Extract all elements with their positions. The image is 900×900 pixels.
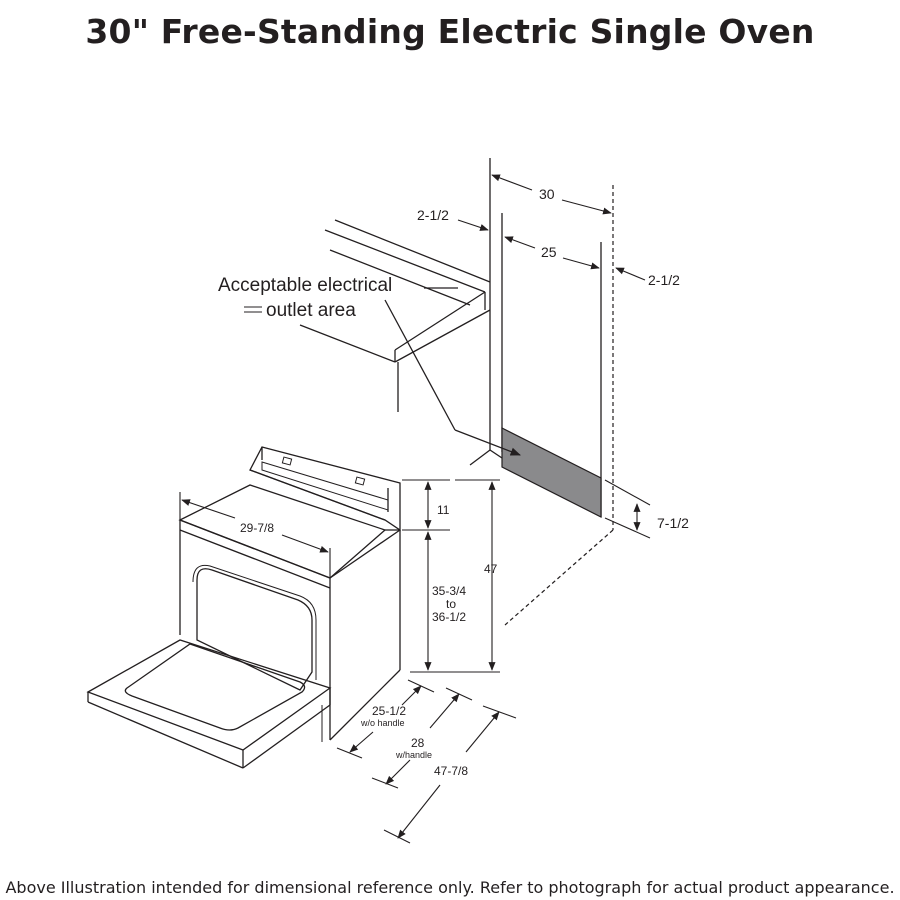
dim-width: 29-7/8 [240,521,274,535]
dim-depth-handle-note: w/handle [395,750,432,760]
dim-cabinet-width: 30 [539,186,555,202]
dim-depth-door-open: 47-7/8 [434,764,468,778]
dim-depth-no-handle-note: w/o handle [360,718,405,728]
dim-28 [371,687,473,789]
dim-overall-height: 47 [484,562,498,576]
callout-line2: outlet area [266,300,356,321]
oven-range [86,446,401,769]
dim-30 [491,174,612,215]
dim-47 [410,479,500,673]
dim-outlet-height: 7-1/2 [657,515,689,531]
disclaimer-footer: Above Illustration intended for dimensio… [5,878,895,897]
dim-cooktop-height-line1: 35-3/4 [432,584,466,598]
callout-line1: Acceptable electrical [218,275,392,296]
dim-wall-left-offset: 2-1/2 [417,207,449,223]
dim-7-1-2 [604,479,651,539]
dim-2-1-2-left [457,219,489,231]
dim-depth-no-handle: 25-1/2 [372,704,406,718]
dim-backguard-height: 11 [437,503,450,517]
page-title: 30" Free-Standing Electric Single Oven [85,12,815,51]
dim-outlet-width: 25 [541,244,557,260]
dim-wall-right-offset: 2-1/2 [648,272,680,288]
dim-25-1-2 [336,679,435,759]
dim-depth-handle: 28 [411,736,425,750]
outlet-area [501,427,602,518]
dim-cooktop-height-line2: to [446,597,456,611]
dim-47-7-8 [383,705,517,844]
outlet-callout: Acceptable electrical outlet area [218,275,521,456]
dim-2-1-2-right [615,267,646,281]
dim-25 [504,236,600,270]
dim-29-7-8 [179,492,331,578]
dim-11 [402,479,450,531]
wall-cabinet [299,158,614,626]
dim-cooktop-height-line3: 36-1/2 [432,610,466,624]
